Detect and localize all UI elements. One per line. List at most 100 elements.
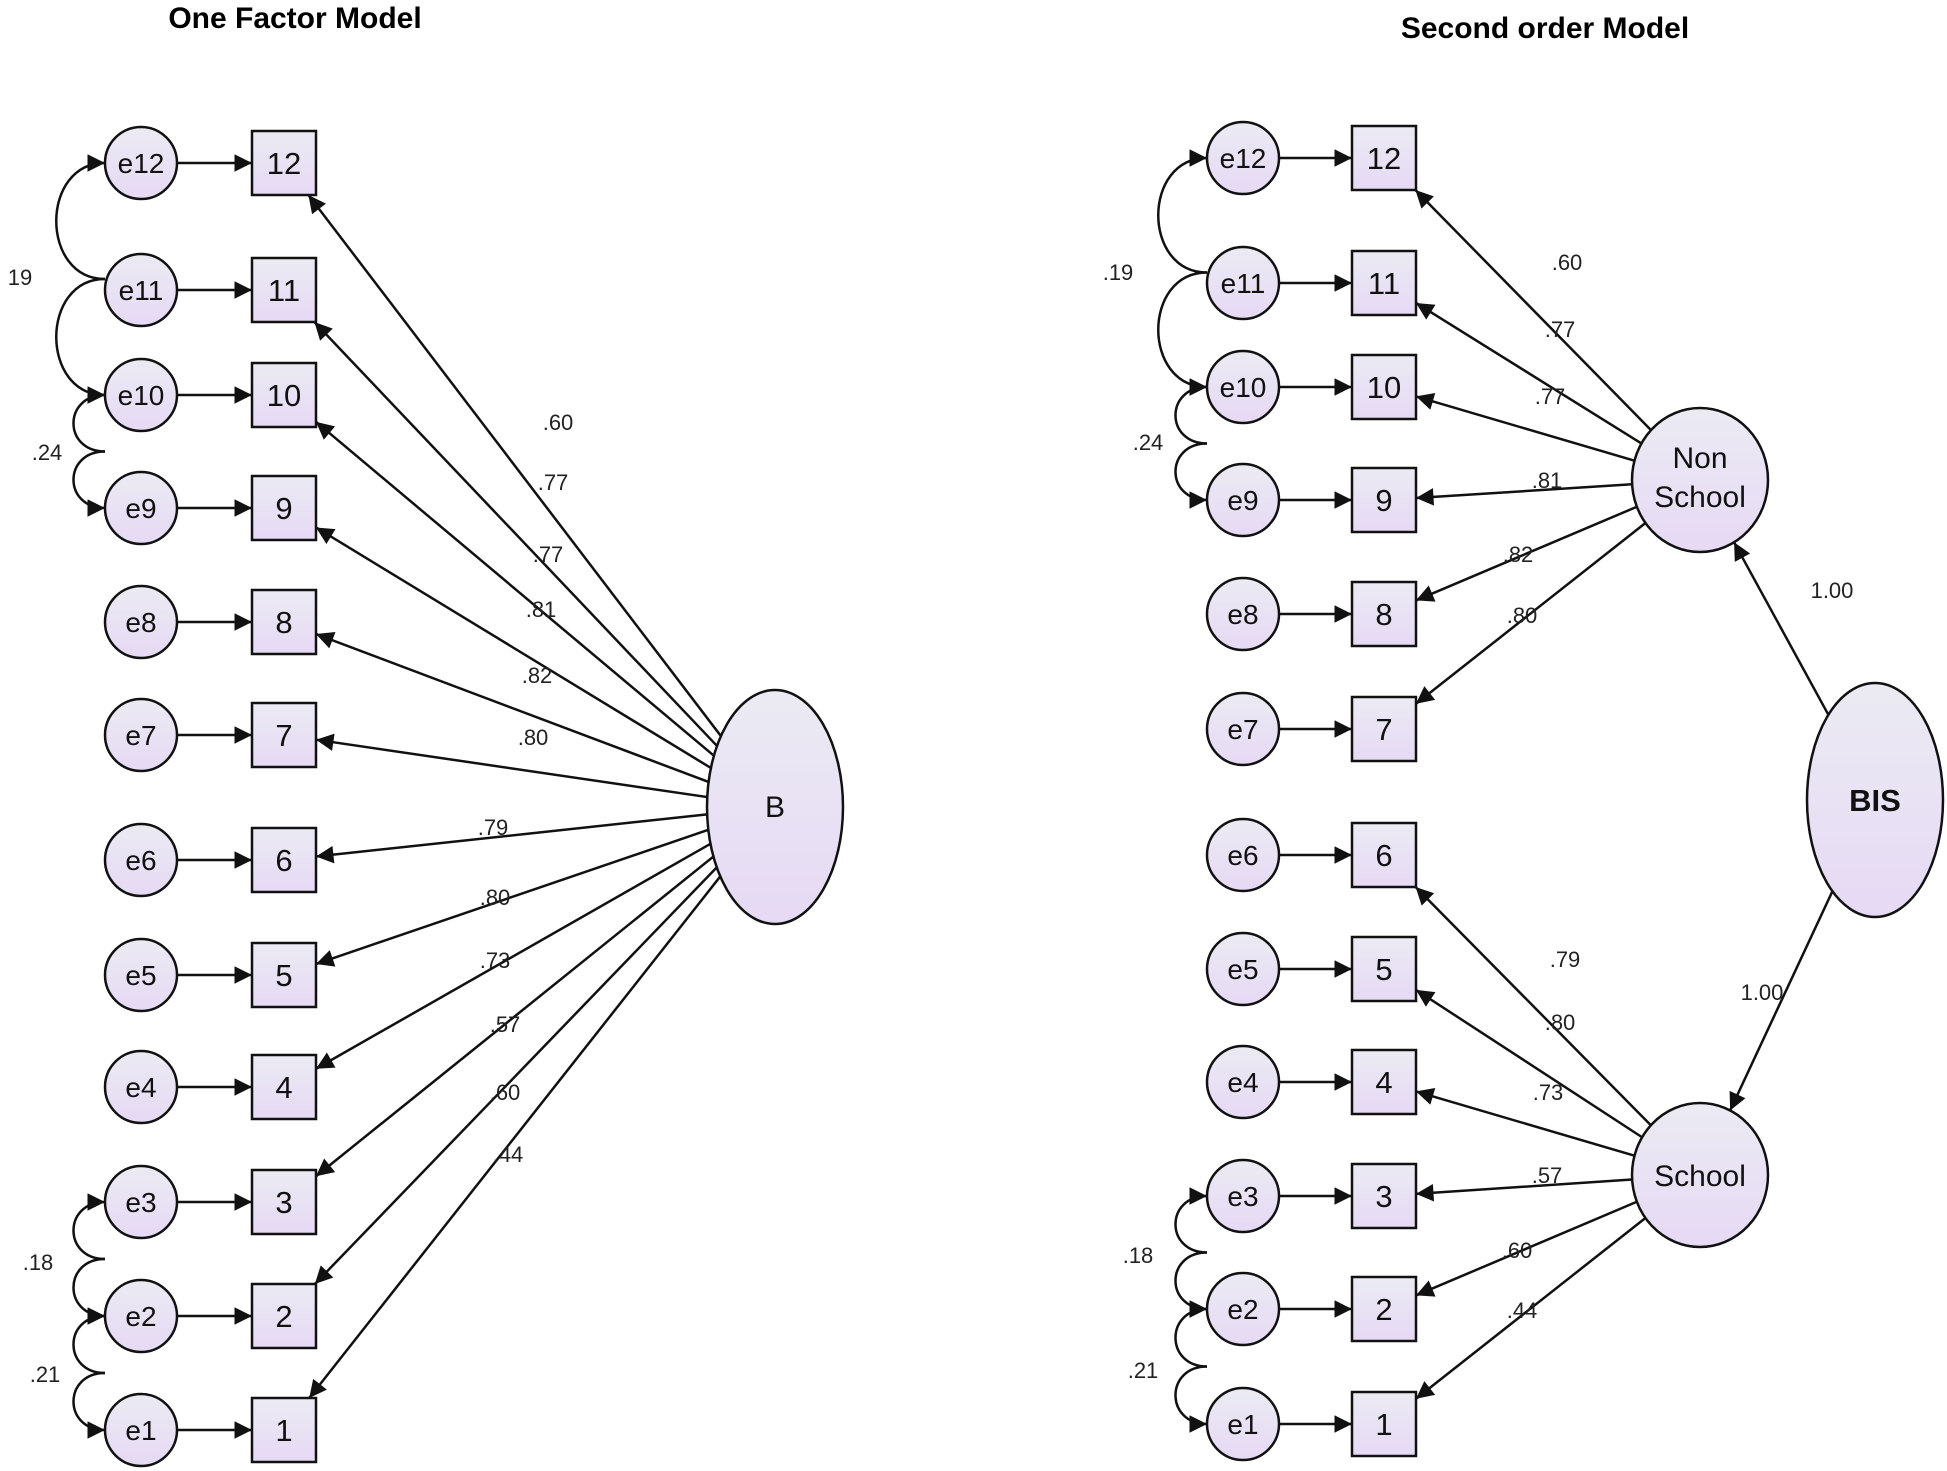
error-node-e3 xyxy=(1205,1158,1281,1234)
indicator-label-10: 10 xyxy=(267,378,301,413)
indicator-label-11: 11 xyxy=(268,273,300,308)
indicator-box-6 xyxy=(1350,821,1418,889)
indicator-label-10: 10 xyxy=(1367,370,1401,405)
error-label-e7: e7 xyxy=(1227,714,1258,745)
error-node-e12 xyxy=(103,125,179,201)
indicator-box-12 xyxy=(1350,124,1418,192)
error-node-e3 xyxy=(103,1164,179,1240)
error-label-e12: e12 xyxy=(1220,143,1267,174)
indicator-label-2: 2 xyxy=(275,1299,292,1334)
error-node-e7 xyxy=(1205,691,1281,767)
covariance-e12-e10-lower xyxy=(55,277,106,404)
indicator-box-7 xyxy=(1350,695,1418,763)
indicator-label-4: 4 xyxy=(1375,1065,1392,1100)
covariance-right-e10-e9-lower xyxy=(1174,442,1208,509)
indicator-box-2 xyxy=(250,1282,318,1350)
loading-path-school-6 xyxy=(1414,886,1652,1127)
indicator-box-4 xyxy=(250,1053,318,1121)
error-node-e8 xyxy=(1205,576,1281,652)
error-label-e3: e3 xyxy=(1227,1181,1258,1212)
indicator-box-8 xyxy=(1350,580,1418,648)
error-label-e6: e6 xyxy=(125,845,156,876)
indicator-box-1 xyxy=(250,1396,318,1464)
latent-b-label: B xyxy=(765,791,785,824)
indicator-box-2 xyxy=(1350,1275,1418,1343)
indicator-box-3 xyxy=(250,1168,318,1236)
covariance-value-right-e3-e2: .18 xyxy=(1123,1243,1154,1268)
error-label-e1: e1 xyxy=(125,1415,156,1446)
covariance-e2-e1-lower xyxy=(72,1371,106,1439)
covariance-value-e2-e1: .21 xyxy=(30,1362,61,1387)
indicator-label-7: 7 xyxy=(275,718,292,753)
indicator-box-1 xyxy=(1350,1390,1418,1458)
indicator-box-5 xyxy=(250,941,318,1009)
indicator-box-11 xyxy=(1350,249,1418,317)
error-node-e9 xyxy=(103,470,179,546)
covariance-e10-e9-lower xyxy=(72,450,106,517)
loading-path-non_school-10 xyxy=(1415,392,1635,462)
error-label-e12: e12 xyxy=(118,148,165,179)
covariance-right-e12-e10-lower xyxy=(1157,271,1208,396)
loading-value-1: .44 xyxy=(493,1142,524,1167)
loading-path-non_school-9 xyxy=(1415,483,1633,506)
covariance-right-e2-e1-lower xyxy=(1174,1365,1208,1433)
covariance-right-e10-e9-upper xyxy=(1174,378,1208,445)
latent-non-school-label-line1: Non xyxy=(1672,442,1727,475)
indicator-box-4 xyxy=(1350,1048,1418,1116)
loading-value-8: .82 xyxy=(522,663,553,688)
loading-value-school-6: .79 xyxy=(1550,947,1581,972)
loading-path-2 xyxy=(313,866,718,1285)
loading-path-school-2 xyxy=(1415,1200,1638,1297)
indicator-box-10 xyxy=(250,361,318,429)
one-factor-title: One Factor Model xyxy=(168,2,421,35)
error-node-e1 xyxy=(103,1392,179,1468)
error-label-e7: e7 xyxy=(125,720,156,751)
indicator-box-5 xyxy=(1350,935,1418,1003)
loading-path-school-3 xyxy=(1415,1178,1633,1202)
covariance-right-e3-e2-lower xyxy=(1174,1251,1208,1318)
second-order-title: Second order Model xyxy=(1401,12,1689,45)
error-node-e10 xyxy=(1205,349,1281,425)
error-label-e4: e4 xyxy=(1227,1067,1258,1098)
higher-path-bis-school xyxy=(1728,890,1834,1111)
error-node-e11 xyxy=(1205,245,1281,321)
error-node-e12 xyxy=(1205,120,1281,196)
error-label-e10: e10 xyxy=(1220,372,1267,403)
error-node-e11 xyxy=(103,252,179,328)
covariance-value-right-e2-e1: .21 xyxy=(1128,1358,1159,1383)
indicator-label-9: 9 xyxy=(275,491,292,526)
loading-value-non-school-7: .80 xyxy=(1507,603,1538,628)
loading-path-7 xyxy=(315,733,708,799)
latent-non-school-ellipse xyxy=(1630,406,1770,554)
nodes-layer xyxy=(103,120,1945,1468)
error-node-e9 xyxy=(1205,462,1281,538)
indicator-label-1: 1 xyxy=(275,1413,292,1448)
loading-path-9 xyxy=(315,526,712,770)
indicator-box-9 xyxy=(250,474,318,542)
paths-layer xyxy=(55,149,1834,1439)
covariance-e3-e2-lower xyxy=(72,1257,106,1325)
error-node-e8 xyxy=(103,584,179,660)
error-label-e2: e2 xyxy=(125,1301,156,1332)
indicator-label-5: 5 xyxy=(275,958,292,993)
indicator-label-6: 6 xyxy=(275,843,292,878)
loading-path-1 xyxy=(308,875,722,1399)
error-node-e1 xyxy=(1205,1386,1281,1462)
loading-path-4 xyxy=(315,842,712,1070)
error-label-e8: e8 xyxy=(1227,599,1258,630)
latent-school-label: School xyxy=(1654,1160,1746,1193)
indicator-box-11 xyxy=(250,256,318,324)
indicator-label-3: 3 xyxy=(275,1185,292,1220)
loading-path-school-5 xyxy=(1415,988,1643,1139)
loading-value-school-3: .57 xyxy=(1532,1163,1563,1188)
indicator-label-7: 7 xyxy=(1375,712,1392,747)
error-label-e10: e10 xyxy=(118,380,165,411)
error-node-e5 xyxy=(103,937,179,1013)
loading-value-non-school-10: .77 xyxy=(1535,384,1566,409)
error-label-e8: e8 xyxy=(125,607,156,638)
error-node-e5 xyxy=(1205,931,1281,1007)
covariance-value-e10-e9: .24 xyxy=(32,440,63,465)
error-label-e5: e5 xyxy=(1227,954,1258,985)
